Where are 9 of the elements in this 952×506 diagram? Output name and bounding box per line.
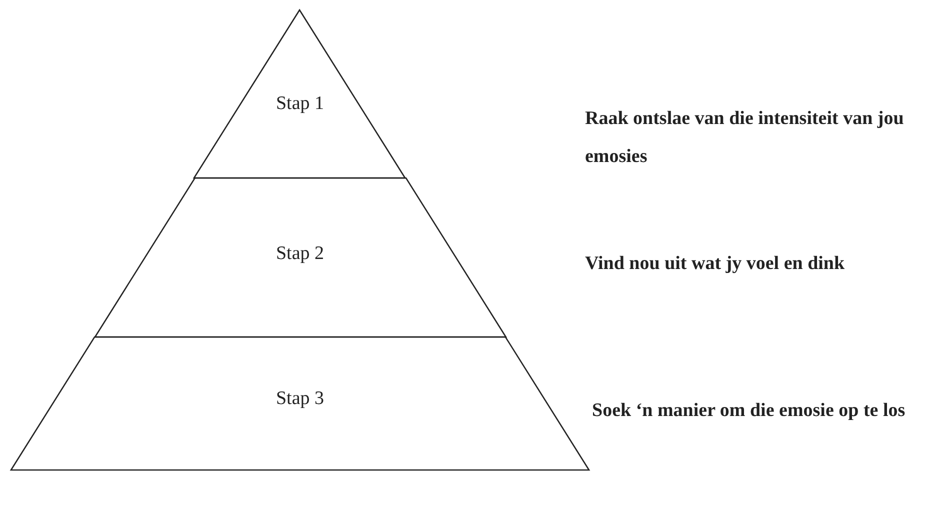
step-label: Stap 1	[274, 93, 325, 115]
step-description: Soek ‘n manier om die emosie op te los	[592, 399, 906, 423]
pyramid-band	[194, 10, 406, 178]
step-description: Raak ontslae van die intensiteit van jou emosies	[585, 107, 905, 169]
step-description: Vind nou uit wat jy voel en dink	[585, 252, 846, 276]
pyramid-band	[94, 178, 506, 337]
pyramid-band	[11, 337, 589, 470]
step-label: Stap 2	[274, 243, 325, 265]
step-label: Stap 3	[274, 388, 326, 410]
